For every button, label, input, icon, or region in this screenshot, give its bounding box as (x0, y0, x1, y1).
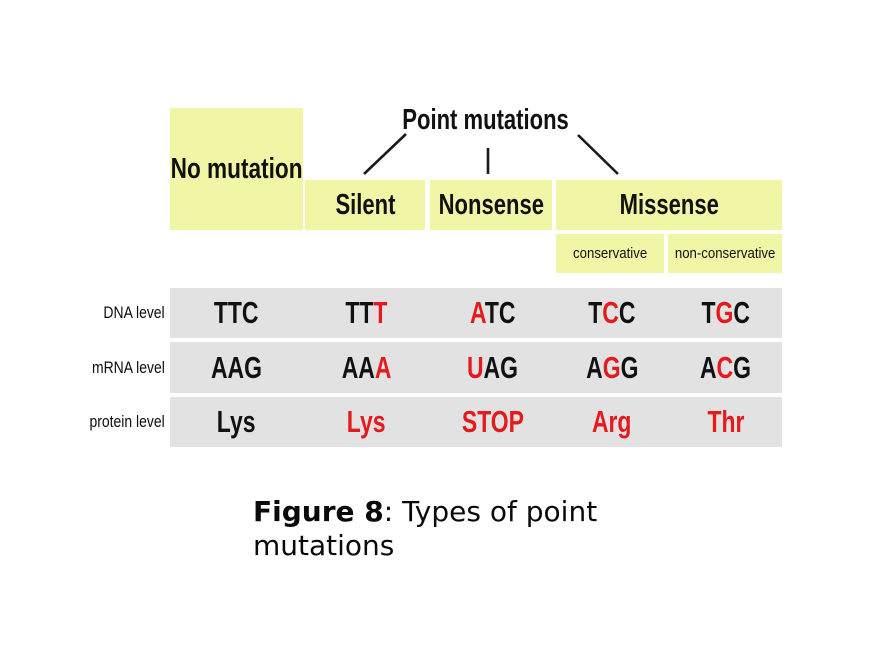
cell-text: TCC (588, 295, 635, 331)
normal-letter: Lys (217, 404, 256, 439)
cell-text: AAA (342, 350, 392, 386)
cell-text: Arg (592, 404, 632, 440)
normal-letter: G (733, 349, 751, 385)
mutated-letter: G (715, 295, 734, 330)
normal-letter: A (585, 349, 603, 385)
row-label-text: mRNA level (92, 357, 165, 377)
normal-letter: T (701, 295, 716, 330)
point-mutations-title: Point mutations (330, 104, 642, 137)
cell-text: Lys (347, 404, 386, 440)
cell-text: TTT (345, 295, 387, 331)
branch-lines (363, 133, 619, 175)
cell-text: STOP (461, 404, 523, 440)
cell-protein-level-nonsense: STOP (430, 397, 555, 447)
mutated-letter: U (467, 349, 484, 385)
mutated-letter: A (469, 295, 485, 330)
cell-text: TGC (701, 295, 749, 331)
row-label-text: protein level (89, 412, 165, 431)
mutated-letter: C (602, 295, 620, 330)
no-mutation-label: No mutation (170, 152, 303, 185)
cell-dna-level-no-mutation: TTC (170, 288, 303, 338)
mutated-letter: T (373, 295, 388, 330)
row-label-mrna-level: mRNA level (40, 342, 165, 393)
cell-protein-level-silent: Lys (303, 397, 430, 447)
normal-letter: AAG (211, 349, 262, 385)
point-mutations-title-label: Point mutations (402, 104, 570, 136)
missense-header-box: Missense (556, 180, 782, 230)
figure-caption-number: Figure 8 (253, 495, 384, 528)
mutated-letter: Arg (592, 404, 632, 439)
cell-text: AGG (586, 350, 638, 386)
cell-dna-level-missense-non-conservative: TGC (669, 288, 782, 338)
normal-letter: A (700, 349, 717, 385)
normal-letter: AA (341, 349, 375, 385)
normal-letter: TC (484, 295, 516, 330)
cell-text: Lys (217, 404, 256, 440)
row-label-protein-level: protein level (40, 397, 165, 447)
mutated-letter: Thr (707, 404, 744, 439)
missense-label: Missense (619, 188, 719, 221)
cell-protein-level-missense-non-conservative: Thr (669, 397, 782, 447)
cell-mrna-level-missense-conservative: AGG (555, 342, 669, 393)
cell-mrna-level-silent: AAA (303, 342, 430, 393)
silent-header-box: Silent (305, 180, 425, 230)
silent-label: Silent (334, 188, 396, 221)
normal-letter: T (588, 295, 603, 330)
nonsense-header-box: Nonsense (430, 180, 552, 230)
normal-letter: C (733, 295, 750, 330)
normal-letter: TTC (214, 295, 259, 330)
non-conservative-header-box: non-conservative (668, 234, 782, 273)
conservative-header-box: conservative (556, 234, 664, 273)
cell-dna-level-silent: TTT (303, 288, 430, 338)
cell-text: AAG (211, 350, 262, 386)
table-row-protein-level: Lys Lys STOP Arg Thr (170, 397, 782, 447)
cell-protein-level-missense-conservative: Arg (555, 397, 669, 447)
cell-protein-level-no-mutation: Lys (170, 397, 303, 447)
mutated-letter: Lys (347, 404, 386, 439)
branch-line-missense (577, 134, 619, 175)
non-conservative-label: non-conservative (674, 245, 776, 262)
cell-text: UAG (467, 350, 518, 386)
cell-mrna-level-nonsense: UAG (430, 342, 555, 393)
conservative-label: conservative (572, 245, 648, 262)
cell-text: Thr (707, 404, 744, 440)
no-mutation-box: No mutation (170, 108, 303, 230)
mutated-letter: G (602, 349, 621, 385)
cell-text: TTC (214, 295, 259, 331)
cell-mrna-level-no-mutation: AAG (170, 342, 303, 393)
cell-mrna-level-missense-non-conservative: ACG (669, 342, 782, 393)
mutated-letter: C (716, 349, 734, 385)
cell-dna-level-nonsense: ATC (430, 288, 555, 338)
mutated-letter: STOP (461, 404, 524, 439)
figure-caption-text: : Types of point mutations (253, 495, 598, 563)
normal-letter: AG (483, 349, 518, 385)
figure-caption: Figure 8: Types of point mutations (253, 495, 645, 563)
cell-dna-level-missense-conservative: TCC (555, 288, 669, 338)
mutated-letter: A (374, 349, 392, 385)
normal-letter: G (620, 349, 639, 385)
cell-text: ACG (700, 350, 751, 386)
row-label-dna-level: DNA level (40, 288, 165, 338)
cell-text: ATC (470, 295, 515, 331)
branch-line-silent (363, 133, 407, 175)
row-label-text: DNA level (103, 303, 165, 322)
nonsense-label: Nonsense (438, 188, 544, 221)
normal-letter: TT (345, 295, 374, 330)
normal-letter: C (619, 295, 636, 330)
